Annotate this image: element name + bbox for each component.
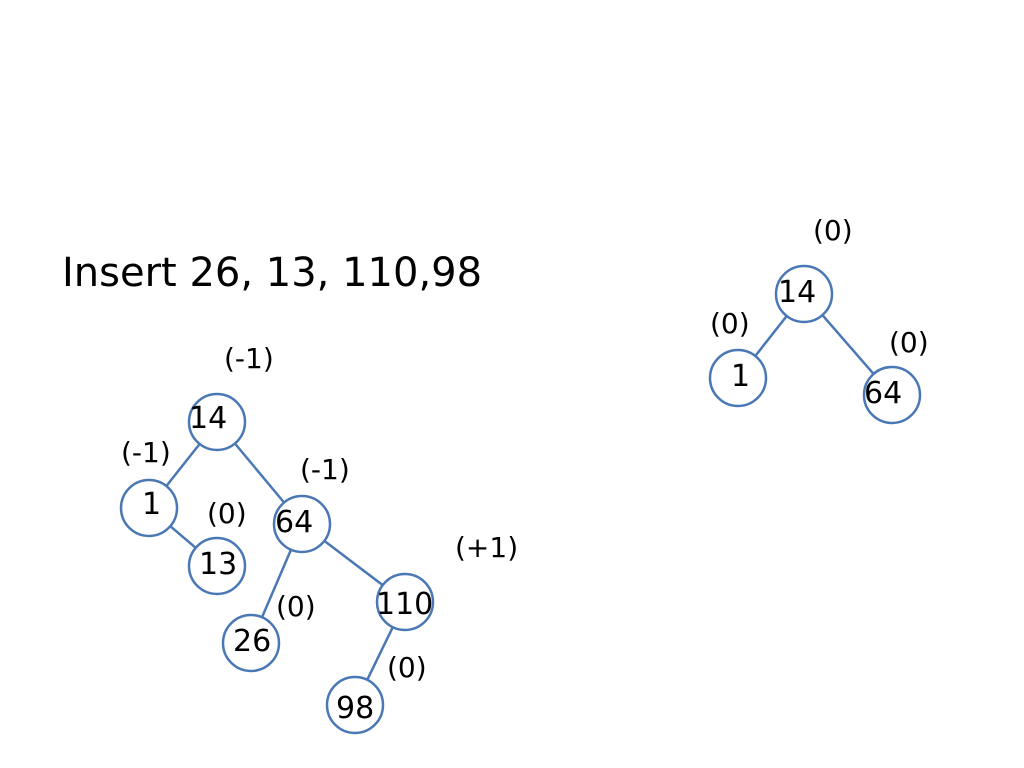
node-label: 26: [233, 624, 271, 659]
tree-edge-110-98: [366, 626, 394, 681]
balance-factor-label: (-1): [224, 342, 274, 375]
node-circle: [272, 494, 332, 554]
tree-node-1: 1: [708, 348, 768, 408]
tree-node-64: 64: [862, 365, 922, 425]
node-label: 64: [275, 505, 313, 540]
node-label: 110: [376, 587, 433, 622]
tree-edge-14-64: [233, 442, 286, 504]
node-circle: [862, 365, 922, 425]
balance-factor-label: (+1): [455, 531, 518, 564]
tree-node-14: 14: [774, 264, 834, 324]
balance-factor-label: (0): [276, 590, 316, 623]
node-label: 1: [142, 487, 161, 522]
tree-node-13: 13: [187, 536, 247, 596]
tree-edge-1-13: [169, 525, 197, 549]
node-circle: [221, 613, 281, 673]
node-circle: [187, 392, 247, 452]
tree-node-1: 1: [119, 478, 179, 538]
node-label: 14: [778, 275, 816, 310]
node-circle: [774, 264, 834, 324]
page-title: Insert 26, 13, 110,98: [62, 250, 483, 296]
tree-node-98: 98: [325, 675, 385, 735]
balance-factor-label: (0): [889, 326, 929, 359]
node-circle: [708, 348, 768, 408]
node-label: 64: [864, 376, 902, 411]
balance-factor-label: (0): [710, 307, 750, 340]
node-label: 13: [199, 547, 237, 582]
tree-node-14: 14: [187, 392, 247, 452]
tree-edge-14-64: [821, 314, 875, 375]
edges-layer: [165, 314, 875, 681]
nodes-layer: 14 1 13 64 26 110 98 14 1 64: [119, 264, 922, 735]
balance-factor-label: (0): [207, 497, 247, 530]
balance-factor-label: (0): [813, 214, 853, 247]
node-circle: [375, 572, 435, 632]
tree-node-110: 110: [375, 572, 435, 632]
tree-node-64: 64: [272, 494, 332, 554]
tree-edge-14-1: [165, 443, 201, 487]
tree-edge-64-26: [260, 549, 293, 618]
balance-factor-label: (0): [387, 651, 427, 684]
node-circle: [119, 478, 179, 538]
balance-factor-label: (-1): [121, 436, 171, 469]
node-circle: [325, 675, 385, 735]
node-label: 14: [189, 401, 227, 436]
balance-factor-label: (-1): [300, 453, 350, 486]
node-circle: [187, 536, 247, 596]
tree-edge-14-1: [754, 315, 788, 357]
tree-node-26: 26: [221, 613, 281, 673]
node-label: 1: [731, 359, 750, 394]
balance-factor-layer: (-1) (-1) (0) (-1) (0) (+1) (0) (0) (0) (0): [121, 214, 929, 684]
tree-edge-64-110: [323, 539, 384, 587]
node-label: 98: [336, 691, 374, 726]
